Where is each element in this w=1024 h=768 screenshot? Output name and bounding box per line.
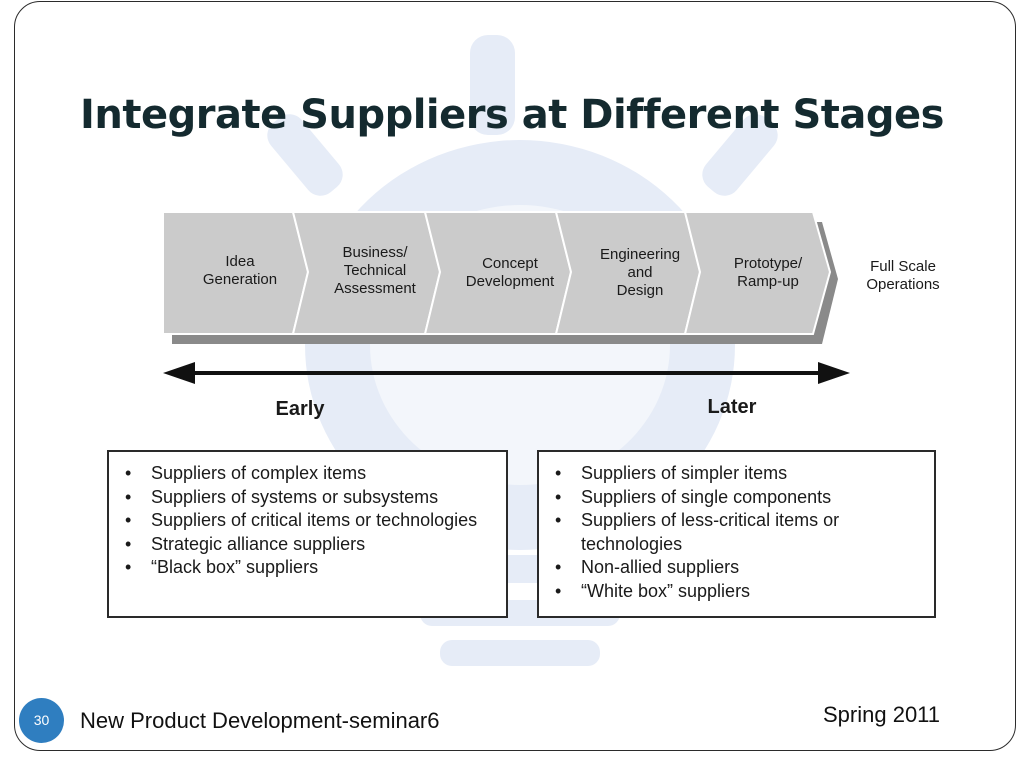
stage-label-engineering-and-design: Engineering and Design [599,246,681,299]
slide-title: Integrate Suppliers at Different Stages [80,92,944,138]
early-supplier-item: “Black box” suppliers [121,556,496,580]
early-supplier-item: Suppliers of complex items [121,462,496,486]
timeline-arrow-left-head [163,362,195,384]
footer-course-title: New Product Development-seminar6 [80,708,440,733]
stage-label-idea-generation: Idea Generation [202,253,278,288]
later-label: Later [707,396,757,418]
early-supplier-item: Suppliers of systems or subsystems [121,486,496,510]
later-supplier-item: Suppliers of simpler items [551,462,924,486]
later-suppliers-box: Suppliers of simpler items Suppliers of … [537,450,936,618]
stage-label-business-technical-assessment: Business/ Technical Assessment [334,244,416,297]
stage-chevron-5 [683,211,832,335]
stage-label-prototype-ramp-up: Prototype/ Ramp-up [733,255,803,290]
timeline-arrow-right-head [818,362,850,384]
early-suppliers-list: Suppliers of complex items Suppliers of … [121,462,496,580]
early-supplier-item: Strategic alliance suppliers [121,533,496,557]
page-number-badge: 30 [19,698,64,743]
later-supplier-item: “White box” suppliers [551,580,924,604]
footer-date: Spring 2011 [823,702,941,727]
stage-label-full-scale-operations: Full Scale Operations [866,258,940,293]
early-suppliers-box: Suppliers of complex items Suppliers of … [107,450,508,618]
later-suppliers-list: Suppliers of simpler items Suppliers of … [551,462,924,603]
early-supplier-item: Suppliers of critical items or technolog… [121,509,496,533]
stage-label-concept-development: Concept Development [465,255,555,290]
later-supplier-item: Suppliers of single components [551,486,924,510]
later-supplier-item: Non-allied suppliers [551,556,924,580]
early-label: Early [275,398,325,420]
later-supplier-item: Suppliers of less-critical items or tech… [551,509,924,556]
